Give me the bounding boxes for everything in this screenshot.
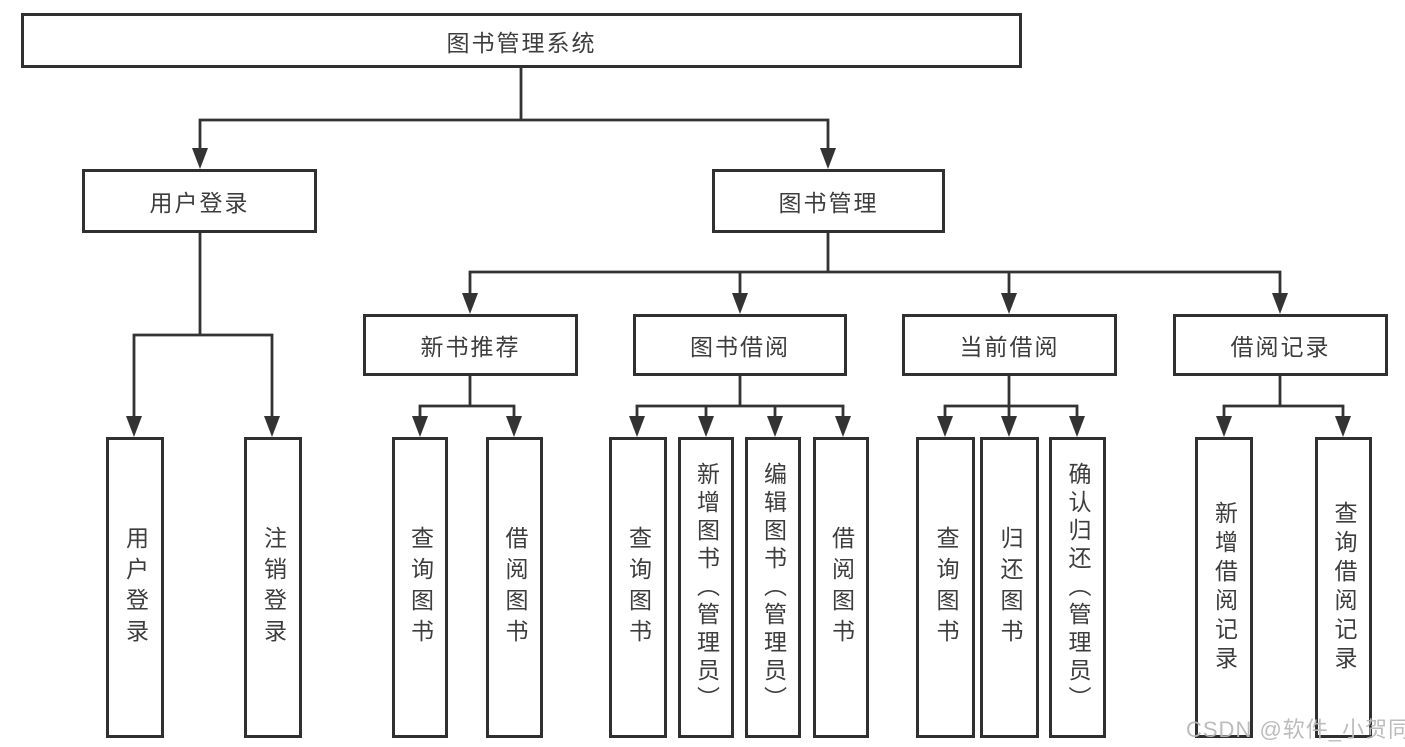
leaf-logout: 注销登录 xyxy=(244,437,302,738)
node-user-login: 用户登录 xyxy=(82,169,317,233)
leaf-add-book-admin: 新增图书（管理员） xyxy=(678,437,734,738)
leaf-query-book-newbook: 查询图书 xyxy=(392,437,448,738)
leaf-borrow-book-borrow: 借阅图书 xyxy=(813,437,869,738)
node-root-system: 图书管理系统 xyxy=(21,13,1022,68)
node-new-book-recommend: 新书推荐 xyxy=(363,314,578,376)
node-book-borrow: 图书借阅 xyxy=(633,314,847,376)
arrowheads xyxy=(126,148,1351,437)
node-book-management: 图书管理 xyxy=(712,169,945,233)
leaf-user-login: 用户登录 xyxy=(106,437,164,738)
node-borrow-record: 借阅记录 xyxy=(1173,314,1388,376)
leaf-edit-book-admin: 编辑图书（管理员） xyxy=(745,437,801,738)
leaf-return-book: 归还图书 xyxy=(980,437,1039,738)
csdn-watermark: CSDN @软件_小贺同学 xyxy=(1186,717,1405,742)
leaf-query-book-borrow: 查询图书 xyxy=(609,437,667,738)
connector-paths xyxy=(132,66,1345,422)
leaf-query-book-current: 查询图书 xyxy=(916,437,975,738)
leaf-query-borrow-record: 查询借阅记录 xyxy=(1315,437,1372,738)
leaf-confirm-return-admin: 确认归还（管理员） xyxy=(1049,437,1106,738)
leaf-add-borrow-record: 新增借阅记录 xyxy=(1195,437,1253,738)
node-current-borrow: 当前借阅 xyxy=(902,314,1117,376)
leaf-borrow-book-newbook: 借阅图书 xyxy=(486,437,543,738)
